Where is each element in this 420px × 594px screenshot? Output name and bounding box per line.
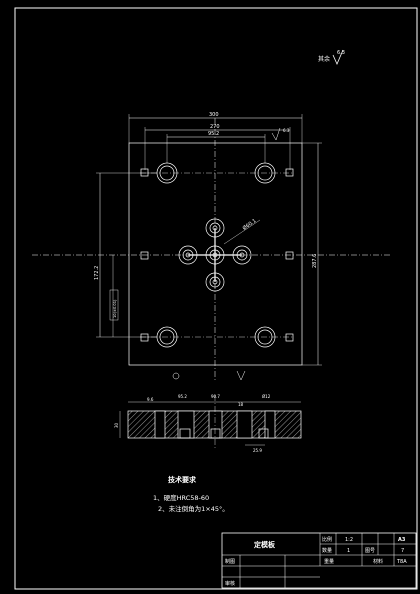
section-dim-5: 30 bbox=[114, 422, 119, 428]
drawing-border bbox=[14, 7, 418, 590]
dim-height: 287.6 bbox=[312, 254, 318, 268]
material-value: T8A bbox=[396, 559, 407, 565]
section-dim-1: 9.6 bbox=[147, 397, 154, 402]
guide-hole-bottom-right bbox=[254, 326, 276, 348]
notes-item-2: 2、未注倒角为1×45°。 bbox=[158, 504, 229, 513]
roughness-label: 其余 bbox=[318, 55, 330, 63]
dim-left-small: 10(±0.01) bbox=[113, 299, 117, 318]
scale-value: 1:2 bbox=[345, 537, 353, 543]
checker-label: 审核 bbox=[225, 580, 235, 587]
title-block bbox=[221, 532, 417, 589]
section-dim-2: 95.2 bbox=[178, 394, 187, 399]
sheet-label: A3 bbox=[398, 537, 406, 543]
section-dim-7: 25.9 bbox=[253, 448, 262, 453]
dim-inner-width: 270 bbox=[210, 124, 220, 130]
notes-title: 技术要求 bbox=[168, 475, 197, 484]
qty-label: 数量 bbox=[322, 547, 332, 554]
roughness-symbol-icon bbox=[332, 49, 344, 65]
weight-label: 重量 bbox=[324, 558, 334, 565]
section-view bbox=[119, 395, 302, 450]
roughness-value: 6.3 bbox=[337, 50, 345, 56]
dim-total-width: 300 bbox=[209, 112, 219, 118]
section-dim-3: 90.7 bbox=[211, 394, 220, 399]
notes-item-1: 1、硬度HRC58-60 bbox=[153, 493, 209, 502]
part-name: 定模板 bbox=[254, 540, 276, 549]
section-dim-4: Ø12 bbox=[262, 394, 271, 399]
designer-label: 制图 bbox=[225, 558, 235, 565]
dim-center-width: 95.2 bbox=[208, 131, 219, 137]
scale-label: 比例 bbox=[322, 536, 332, 543]
drawing-label: 图号 bbox=[365, 548, 375, 554]
plate-outline bbox=[128, 142, 303, 366]
drawing-value: 7 bbox=[401, 548, 404, 554]
qty-value: 1 bbox=[347, 548, 350, 554]
section-dim-6: 18 bbox=[238, 402, 244, 407]
plan-view bbox=[32, 114, 392, 381]
dim-diagonal: Ø60.1 bbox=[241, 217, 257, 231]
dim-left-height: 172.2 bbox=[94, 266, 100, 280]
material-label: 材料 bbox=[373, 558, 383, 565]
dim-top-small: 6.3 bbox=[283, 128, 290, 133]
